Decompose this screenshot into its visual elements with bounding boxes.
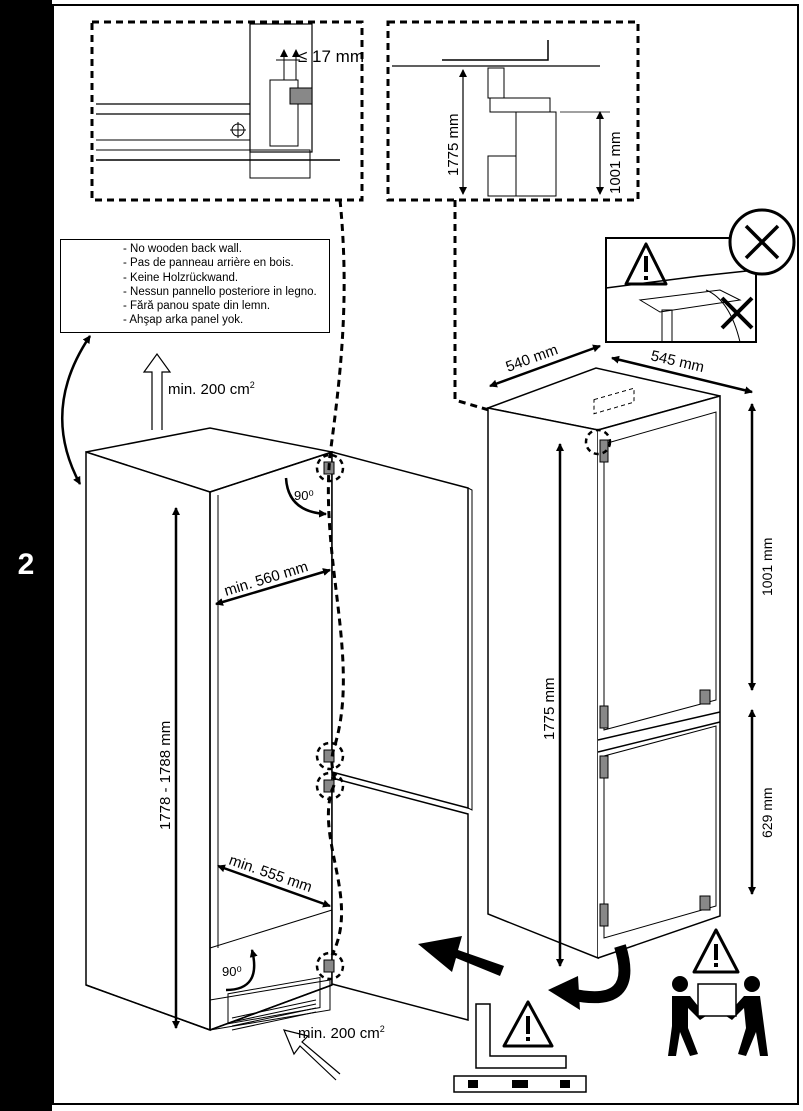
warning-line: - Nessun pannello posteriore in legno. — [123, 285, 317, 298]
detail-1775-label: 1775 mm — [445, 113, 462, 176]
two-person-lift-icon — [668, 976, 768, 1056]
warning-line: - Ahşap arka panel yok. — [123, 314, 244, 327]
insert-arrow-icon — [418, 936, 504, 976]
step-sidebar — [0, 0, 52, 1111]
refrigerator — [485, 367, 721, 960]
height-629-label: 629 mm — [759, 787, 775, 838]
warning-line: - Pas de panneau arrière en bois. — [123, 257, 294, 270]
vent-top-label: min. 200 cm2 — [168, 380, 255, 398]
curved-arrow-icon — [548, 944, 631, 1010]
hinge-gap-detail — [90, 20, 364, 202]
vent-bottom-label: min. 200 cm2 — [298, 1024, 385, 1042]
prohibited-detail — [605, 237, 757, 343]
warning-icon-center — [502, 1000, 554, 1048]
cabinet-niche — [85, 427, 335, 1032]
warning-icon-lift — [692, 928, 740, 974]
height-detail — [386, 20, 640, 202]
backwall-arrow — [60, 335, 92, 485]
angle-bottom-label: 90⁰ — [222, 964, 242, 979]
depth-545-dimension — [611, 355, 753, 395]
warning-box: - No wooden back wall. - Pas de panneau … — [60, 239, 330, 333]
step-number: 2 — [17, 548, 35, 581]
cabinet-door-upper — [331, 451, 473, 811]
warning-line: - Fără panou spate din lemn. — [123, 300, 271, 313]
depth-545-label: 545 mm — [649, 347, 706, 376]
cross-mark-icon — [720, 296, 754, 330]
warning-line: - Keine Holzrückwand. — [123, 271, 239, 284]
warning-lines: - No wooden back wall. - Pas de panneau … — [123, 242, 333, 328]
angle-top-label: 90⁰ — [294, 488, 314, 503]
set-square-icon — [475, 1003, 567, 1069]
vent-bottom-arrow-icon — [282, 1029, 341, 1081]
angle-bottom-arc — [225, 949, 258, 992]
width-555-dimension — [217, 864, 331, 908]
angle-top-arc — [284, 477, 327, 518]
page-frame — [52, 4, 799, 1105]
detail-1001-label: 1001 mm — [607, 131, 624, 194]
niche-height-label: 1778 - 1788 mm — [157, 721, 174, 830]
prohibited-icon — [728, 208, 796, 276]
width-560-dimension — [215, 568, 331, 606]
height-1001-label: 1001 mm — [759, 538, 775, 596]
warning-icon-detail — [624, 242, 668, 286]
height-1775-label: 1775 mm — [541, 677, 558, 740]
width-540-dimension — [489, 344, 601, 388]
cabinet-door-lower — [331, 777, 469, 1021]
vent-top-arrow-icon — [142, 352, 172, 430]
warning-line: - No wooden back wall. — [123, 243, 242, 255]
hinge-connector — [326, 199, 346, 956]
vent-grille — [231, 999, 317, 1031]
spirit-level-icon — [453, 1075, 587, 1093]
gap-17-label: ≤ 17 mm — [298, 47, 364, 66]
